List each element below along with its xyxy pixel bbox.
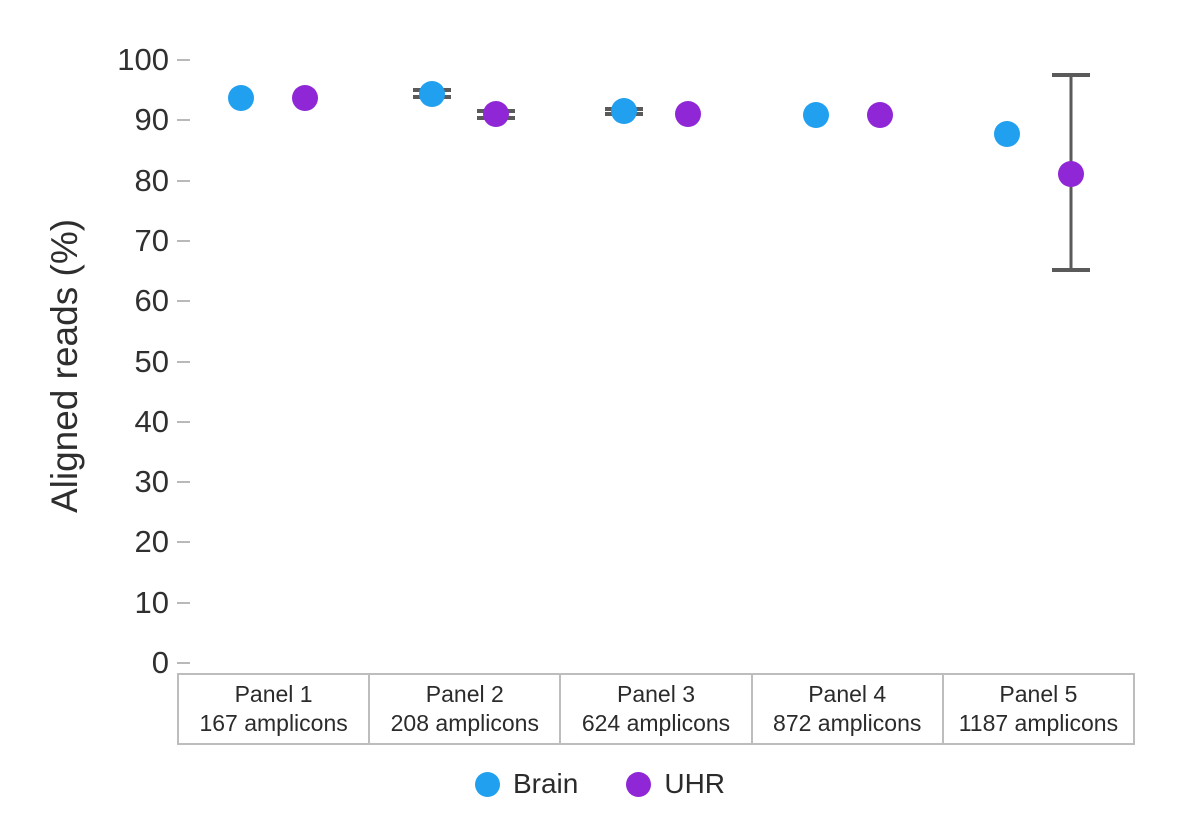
y-axis-tick: 40 bbox=[134, 403, 190, 439]
y-axis-tick-mark bbox=[177, 662, 190, 664]
data-point-uhr[interactable] bbox=[1058, 160, 1085, 187]
y-axis-tick: 80 bbox=[134, 162, 190, 198]
facet-panel-name: Panel 4 bbox=[808, 681, 887, 708]
y-axis-tick: 10 bbox=[134, 584, 190, 620]
facet-column bbox=[177, 20, 369, 673]
facet-amplicon-count: 872 amplicons bbox=[773, 709, 922, 736]
error-bar-cap bbox=[1052, 73, 1091, 78]
facet-panel-name: Panel 1 bbox=[234, 681, 313, 708]
data-point-uhr[interactable] bbox=[291, 84, 318, 111]
data-point-uhr[interactable] bbox=[866, 102, 893, 129]
legend-swatch-brain-icon bbox=[474, 771, 500, 797]
y-axis-tick: 0 bbox=[151, 645, 190, 680]
data-point-brain[interactable] bbox=[802, 102, 829, 129]
y-axis-tick-mark bbox=[177, 601, 190, 604]
y-axis-tick-label: 10 bbox=[134, 584, 169, 620]
y-axis-tick-mark bbox=[177, 541, 190, 544]
y-axis-tick-mark bbox=[177, 481, 190, 484]
y-axis-tick: 70 bbox=[134, 222, 190, 258]
facet-panel-name: Panel 2 bbox=[425, 681, 504, 708]
y-axis-tick-label: 20 bbox=[134, 524, 169, 560]
y-axis-tick-label: 90 bbox=[134, 102, 169, 138]
y-axis-tick-label: 80 bbox=[134, 162, 169, 198]
chart-legend: Brain UHR bbox=[0, 768, 1200, 800]
legend-label: Brain bbox=[512, 768, 579, 799]
y-axis-tick-label: 50 bbox=[134, 343, 169, 379]
y-axis-tick: 90 bbox=[134, 102, 190, 138]
facet-amplicon-count: 624 amplicons bbox=[581, 709, 731, 736]
facet-column bbox=[560, 20, 752, 673]
y-axis-tick-mark bbox=[177, 239, 190, 242]
y-axis-tick: 30 bbox=[134, 464, 190, 500]
legend-item-uhr[interactable]: UHR bbox=[626, 768, 725, 800]
data-point-uhr[interactable] bbox=[674, 100, 701, 127]
y-axis-tick-label: 0 bbox=[151, 645, 169, 680]
facet-column bbox=[943, 20, 1135, 673]
facet-amplicon-count: 167 amplicons bbox=[199, 709, 348, 736]
facet-amplicon-count: 208 amplicons bbox=[390, 709, 539, 736]
facet-column bbox=[752, 20, 944, 673]
data-point-brain[interactable] bbox=[419, 80, 446, 107]
data-point-brain[interactable] bbox=[994, 121, 1021, 148]
y-axis-tick: 20 bbox=[134, 524, 190, 560]
y-axis-tick-label: 30 bbox=[134, 464, 169, 500]
y-axis-tick-mark bbox=[177, 59, 190, 61]
legend-swatch-uhr-icon bbox=[626, 771, 652, 797]
y-axis-tick-mark bbox=[177, 360, 190, 363]
facet-amplicon-count: 1187 amplicons bbox=[958, 709, 1119, 736]
facet-column bbox=[369, 20, 561, 673]
y-axis-tick: 100 bbox=[117, 42, 190, 77]
y-axis-tick-label: 60 bbox=[134, 283, 169, 319]
y-axis-tick-mark bbox=[177, 300, 190, 303]
y-axis-tick-mark bbox=[177, 119, 190, 122]
y-axis-ticks: 0 10 20 30 40 50 60 70 80 90 100 bbox=[0, 0, 190, 700]
y-axis-tick-label: 70 bbox=[134, 222, 169, 258]
y-axis-tick-mark bbox=[177, 179, 190, 182]
y-axis-tick-label: 40 bbox=[134, 403, 169, 439]
y-axis-tick-label: 100 bbox=[117, 42, 169, 77]
legend-label: UHR bbox=[664, 768, 726, 799]
error-bar-cap bbox=[1052, 267, 1091, 272]
plot-area bbox=[177, 20, 1135, 673]
y-axis-tick: 60 bbox=[134, 283, 190, 319]
data-point-brain[interactable] bbox=[611, 98, 638, 125]
y-axis-tick: 50 bbox=[134, 343, 190, 379]
facet-panel-name: Panel 5 bbox=[999, 681, 1078, 708]
legend-item-brain[interactable]: Brain bbox=[474, 768, 579, 800]
facet-panel-name: Panel 3 bbox=[617, 681, 696, 708]
data-point-uhr[interactable] bbox=[483, 101, 510, 128]
data-point-brain[interactable] bbox=[227, 84, 254, 111]
y-axis-tick-mark bbox=[177, 420, 190, 423]
